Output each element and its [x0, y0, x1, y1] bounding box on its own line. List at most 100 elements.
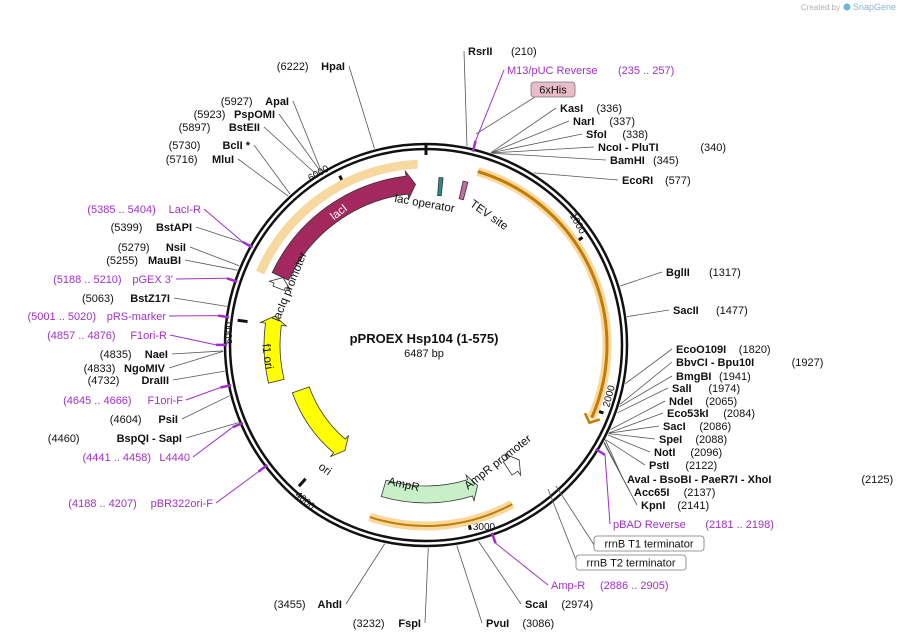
tick-mark-4000 [297, 477, 307, 488]
site-ngomiv[interactable]: NgoMIV(4833) [84, 363, 166, 375]
site-spei[interactable]: SpeI(2088) [659, 434, 727, 446]
site-eco53ki[interactable]: Eco53kI(2084) [667, 408, 755, 420]
primer-pgex-3[interactable]: pGEX 3'(5188 .. 5210) [53, 274, 173, 286]
site-name: SacII [673, 305, 699, 317]
box-frame [593, 535, 705, 552]
feature-lac-operator[interactable] [437, 177, 444, 197]
feature-ampr[interactable] [380, 473, 478, 504]
site-lead-line [463, 50, 468, 147]
feature-shape-lac-operator [437, 177, 444, 197]
site-bcli[interactable]: BclI *(5730) [169, 140, 251, 152]
site-name: KpnI [641, 500, 665, 512]
site-position: (345) [653, 155, 679, 167]
feature-box-rrnb-t2-terminator[interactable]: rrnB T2 terminator [575, 554, 687, 571]
feature-box-6xhis[interactable]: 6xHis [530, 81, 576, 98]
site-noti[interactable]: NotI(2096) [654, 447, 722, 459]
site-saci[interactable]: SacI(2086) [663, 421, 731, 433]
site-pvui[interactable]: PvuI(3086) [486, 618, 554, 630]
site-lead-line [184, 259, 238, 271]
feature-ampr-promoter[interactable] [502, 453, 522, 477]
site-pspomi[interactable]: PspOMI(5923) [194, 109, 275, 121]
site-psii[interactable]: PsiI(4604) [110, 414, 178, 426]
site-name: BglII [666, 267, 690, 279]
site-naei[interactable]: NaeI(4835) [100, 349, 168, 361]
site-position: (2065) [705, 396, 737, 408]
site-psti[interactable]: PstI (2122) [649, 460, 717, 472]
insert-arc [477, 170, 609, 419]
feature-laci[interactable] [271, 169, 417, 281]
primer-laci-r[interactable]: LacI-R(5385 .. 5404) [87, 204, 201, 216]
primer-pbr322ori-f[interactable]: pBR322ori-F(4188 .. 4207) [68, 498, 213, 510]
site-bmgbi[interactable]: BmgBI(1941) [676, 371, 751, 383]
site-ecori[interactable]: EcoRI(577) [622, 175, 691, 187]
primer-l4440[interactable]: L4440 (4441 .. 4458) [83, 452, 191, 464]
site-position: (1317) [709, 267, 741, 279]
primer-prs-marker[interactable]: pRS-marker(5001 .. 5020) [28, 311, 167, 323]
site-lead-line [608, 412, 664, 434]
site-ndei[interactable]: NdeI(2065) [669, 396, 737, 408]
site-acc65i[interactable]: Acc65I(2137) [634, 487, 715, 499]
feature-hsp104-insert[interactable] [476, 167, 612, 425]
site-bsteii[interactable]: BstEII(5897) [179, 122, 260, 134]
site-fspi[interactable]: FspI(3232) [353, 618, 421, 630]
site-sacii[interactable]: SacII(1477) [673, 305, 748, 317]
feature-ori[interactable] [291, 386, 349, 457]
site-bstapi[interactable]: BstAPI(5399) [111, 222, 192, 234]
primer-range: (5385 .. 5404) [87, 204, 156, 216]
primer-m13-puc-reverse[interactable]: M13/pUC Reverse(235 .. 257) [507, 65, 674, 77]
site-position: (2137) [684, 487, 716, 499]
site-lead-line [619, 361, 673, 405]
site-nari[interactable]: NarI(337) [573, 116, 635, 128]
site-lead-line [605, 439, 646, 466]
brand-name: SnapGene [853, 2, 896, 12]
site-rsrii[interactable]: RsrII(210) [468, 46, 537, 58]
site-sfoi[interactable]: SfoI(338) [586, 129, 648, 141]
site-bstz17i[interactable]: BstZ17I(5063) [82, 293, 170, 305]
site-ahdi[interactable]: AhdI(3455) [274, 599, 342, 611]
primer-f1ori-r[interactable]: F1ori-R(4857 .. 4876) [47, 330, 167, 342]
site-draiii[interactable]: DraIII(4732) [88, 375, 169, 387]
site-kasi[interactable]: KasI(336) [560, 103, 622, 115]
site-name: NcoI - PluTI [598, 142, 659, 154]
site-lead-line [263, 126, 317, 175]
site-bbvci-bpu10i[interactable]: BbvCI - Bpu10I(1927) [676, 357, 823, 369]
feature-box-rrnb-t1-terminator[interactable]: rrnB T1 terminator [593, 535, 705, 552]
laci-glow [255, 159, 418, 275]
feature-label-ori: ori [316, 461, 333, 478]
feature-tev-site[interactable] [458, 180, 469, 201]
site-position: (5730) [169, 140, 201, 152]
site-hpai[interactable]: HpaI(6222) [277, 61, 345, 73]
feature-f1-ori[interactable] [259, 315, 288, 384]
site-lead-line [171, 350, 224, 355]
feature-laciq-promoter[interactable] [268, 277, 291, 291]
feature-shape-tev-site [458, 180, 469, 201]
site-bspqi-sapi[interactable]: BspQI - SapI(4460) [48, 433, 182, 445]
primer-f1ori-f[interactable]: F1ori-F(4645 .. 4666) [63, 395, 183, 407]
site-position: (1974) [708, 383, 740, 395]
site-avai-bsobi-paer7i-xhoi[interactable]: AvaI - BsoBI - PaeR7I - XhoI(2125) [627, 474, 893, 486]
site-lead-line [456, 545, 483, 624]
site-scai[interactable]: ScaI(2974) [525, 599, 593, 611]
site-sali[interactable]: SalI(1974) [672, 383, 740, 395]
primer-amp-r[interactable]: Amp-R(2886 .. 2905) [551, 580, 669, 592]
primer-range: (4441 .. 4458) [83, 452, 152, 464]
site-name: SpeI [659, 434, 682, 446]
site-position: (2122) [685, 460, 717, 472]
primer-name: L4440 [159, 452, 190, 464]
site-mlui[interactable]: MluI(5716) [166, 154, 234, 166]
site-bglii[interactable]: BglII (1317) [666, 267, 741, 279]
primer-lead-line [215, 471, 259, 504]
site-kpni[interactable]: KpnI(2141) [641, 500, 709, 512]
leads-layer [168, 50, 673, 624]
primer-pbad-reverse[interactable]: pBAD Reverse(2181 .. 2198) [613, 519, 774, 531]
site-maubi[interactable]: MauBI(5255) [106, 255, 181, 267]
site-ecoo109i[interactable]: EcoO109I(1820) [676, 344, 771, 356]
site-apai[interactable]: ApaI(5927) [221, 96, 289, 108]
site-name: PspOMI [234, 109, 275, 121]
site-name: PstI [649, 460, 669, 472]
site-nsii[interactable]: NsiI(5279) [118, 242, 186, 254]
site-position: (340) [700, 142, 726, 154]
site-ncoi-pluti[interactable]: NcoI - PluTI (340) [598, 142, 726, 154]
site-bamhi[interactable]: BamHI(345) [610, 155, 679, 167]
